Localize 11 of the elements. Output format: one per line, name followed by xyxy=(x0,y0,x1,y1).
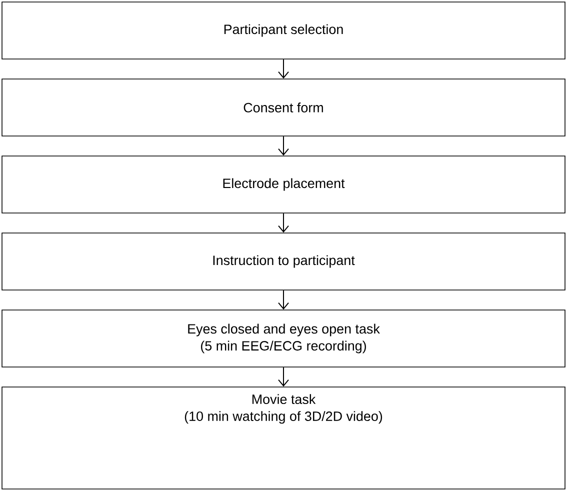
process-box: Movie task (10 min watching of 3D/2D video) xyxy=(2,386,566,490)
arrow xyxy=(278,136,289,156)
arrow xyxy=(278,212,289,233)
arrow xyxy=(278,290,289,310)
arrow xyxy=(278,58,289,79)
process-box: Participant selection xyxy=(2,2,566,60)
process-box: Eyes closed and eyes open task (5 min EEG/ECG recording) xyxy=(2,310,566,368)
process-box: Instruction to participant xyxy=(2,232,566,290)
process-box: Electrode placement xyxy=(2,156,566,214)
process-box: Consent form xyxy=(2,78,566,136)
arrow xyxy=(278,366,289,387)
